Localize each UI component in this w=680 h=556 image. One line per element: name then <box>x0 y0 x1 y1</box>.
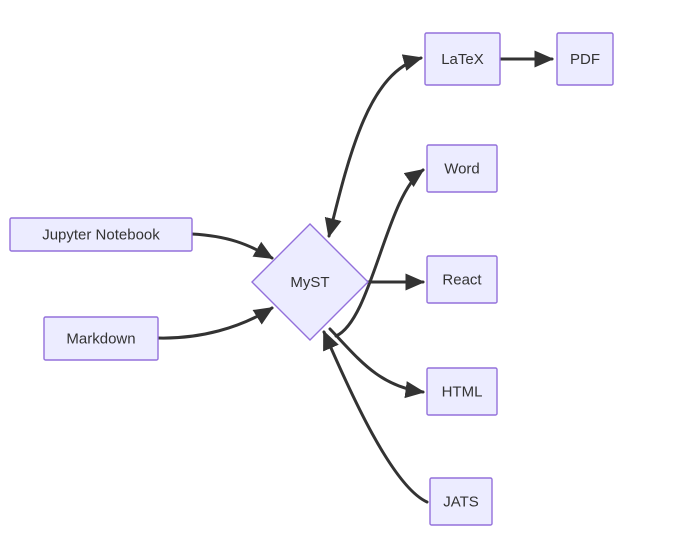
edge-myst-to-word <box>334 168 425 338</box>
edges-layer <box>156 50 554 504</box>
node-jats[interactable]: JATS <box>429 477 493 526</box>
edge-jats-to-myst <box>322 330 429 504</box>
node-pdf[interactable]: PDF <box>556 32 614 86</box>
edge-myst-to-html <box>328 327 425 399</box>
node-shape-rect[interactable] <box>426 255 498 304</box>
node-shape-diamond[interactable] <box>251 223 369 341</box>
edge-myst-to-latex <box>324 54 423 238</box>
node-jupyter[interactable]: Jupyter Notebook <box>9 217 193 252</box>
node-shape-rect[interactable] <box>43 316 159 361</box>
node-word[interactable]: Word <box>426 144 498 193</box>
node-shape-rect[interactable] <box>556 32 614 86</box>
node-shape-rect[interactable] <box>426 144 498 193</box>
edge-markdown-to-myst <box>156 306 274 340</box>
node-shape-rect[interactable] <box>424 32 501 86</box>
edge-jupyter-to-myst <box>190 232 274 260</box>
node-html[interactable]: HTML <box>426 367 498 416</box>
node-markdown[interactable]: Markdown <box>43 316 159 361</box>
node-shape-rect[interactable] <box>429 477 493 526</box>
node-react[interactable]: React <box>426 255 498 304</box>
node-latex[interactable]: LaTeX <box>424 32 501 86</box>
node-shape-rect[interactable] <box>9 217 193 252</box>
node-shape-rect[interactable] <box>426 367 498 416</box>
